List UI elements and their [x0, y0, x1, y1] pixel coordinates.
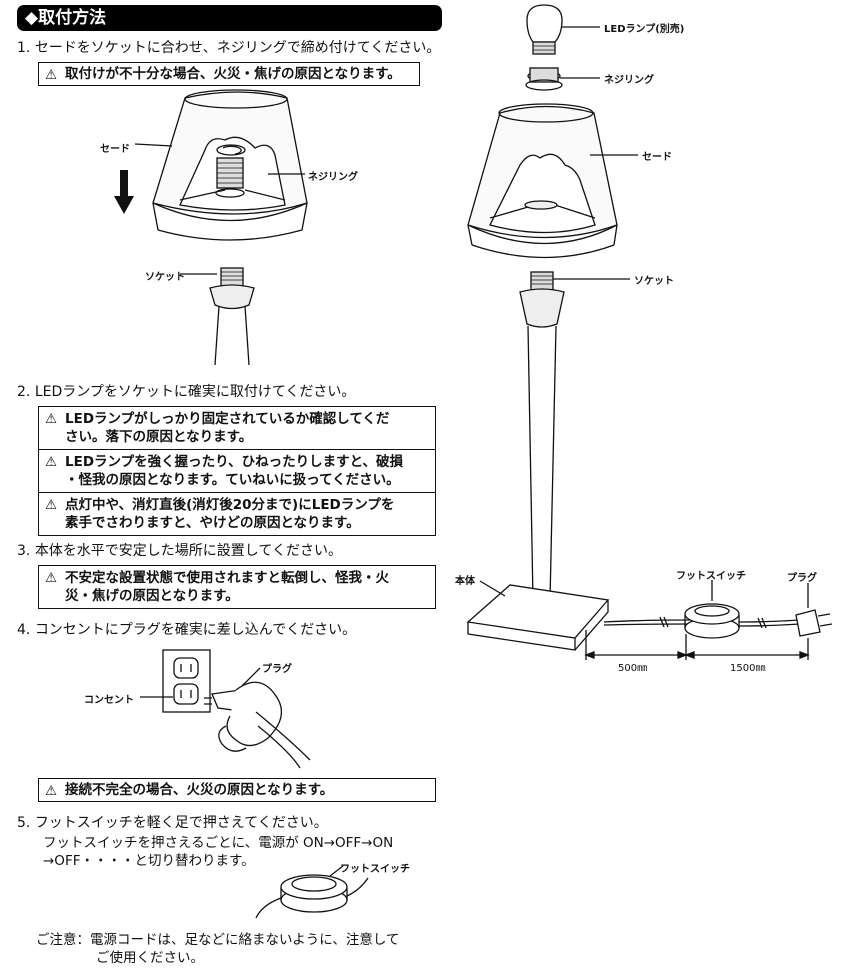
label-shade: セード	[100, 144, 130, 155]
step-5-detail: フットスイッチを押さえるごとに、電源が ON→OFF→ON →OFF・・・・と切…	[43, 834, 393, 870]
warning-icon: ⚠	[45, 570, 58, 586]
step-1: 1. セードをソケットに合わせ、ネジリングで締め付けてください。	[17, 39, 440, 57]
warning-box-step4: ⚠ 接続不完全の場合、火災の原因となります。	[38, 778, 436, 802]
note-line: 電源コードは、足などに絡まないように、注意して	[90, 932, 400, 948]
warning-text-line: 災・焦げの原因となります。	[65, 588, 239, 604]
warning-row: ⚠ LEDランプがしっかり固定されているか確認してくだ さい。落下の原因となりま…	[39, 407, 435, 450]
note-label: ご注意：	[36, 932, 90, 948]
step-4-number: 4.	[17, 622, 31, 638]
dimension-1500: 1500㎜	[730, 663, 766, 674]
warning-icon: ⚠	[45, 783, 58, 799]
step-1-text: セードをソケットに合わせ、ネジリングで締め付けてください。	[34, 40, 441, 56]
label-plug: プラグ	[787, 573, 817, 584]
warning-text-line: ・怪我の原因となります。ていねいに扱ってください。	[65, 472, 400, 488]
warning-icon: ⚠	[45, 67, 58, 83]
warning-row: ⚠ LEDランプを強く握ったり、ひねったりしますと、破損 ・怪我の原因となります…	[39, 450, 435, 493]
warning-box-step2: ⚠ LEDランプがしっかり固定されているか確認してくだ さい。落下の原因となりま…	[38, 406, 436, 536]
step-2: 2. LEDランプをソケットに確実に取付けてください。	[17, 383, 355, 401]
warning-box-step3: ⚠ 不安定な設置状態で使用されますと転倒し、怪我・火 災・焦げの原因となります。	[38, 565, 436, 609]
step-4: 4. コンセントにプラグを確実に差し込んでください。	[17, 621, 356, 639]
warning-icon: ⚠	[45, 411, 58, 427]
warning-icon: ⚠	[45, 497, 58, 513]
label-body: 本体	[455, 576, 475, 587]
step-4-text: コンセントにプラグを確実に差し込んでください。	[34, 622, 357, 638]
label-shade-right: セード	[642, 152, 672, 163]
step-5: 5. フットスイッチを軽く足で押さえてください。	[17, 814, 328, 832]
warning-text-line: LEDランプがしっかり固定されているか確認してくだ	[65, 411, 390, 427]
step-1-number: 1.	[17, 40, 31, 56]
dimension-500: 500㎜	[618, 663, 648, 674]
label-ring: ネジリング	[308, 172, 358, 183]
label-socket: ソケット	[145, 272, 185, 283]
note-line-2: ご使用ください。	[96, 950, 204, 966]
warning-text: 取付けが不十分な場合、火災・焦げの原因となります。	[65, 66, 401, 82]
step-3-text: 本体を水平で安定した場所に設置してください。	[34, 543, 342, 559]
down-arrow-icon	[114, 170, 134, 214]
warning-text-line: 不安定な設置状態で使用されますと転倒し、怪我・火	[65, 570, 389, 586]
note: ご注意：電源コードは、足などに絡まないように、注意して	[36, 931, 399, 949]
step-3-number: 3.	[17, 543, 31, 559]
warning-text-line: さい。落下の原因となります。	[65, 429, 253, 445]
label-led-lamp: LEDランプ(別売)	[604, 24, 685, 35]
warning-box-step1: ⚠ 取付けが不十分な場合、火災・焦げの原因となります。	[38, 62, 420, 86]
warning-row: ⚠ 点灯中や、消灯直後(消灯後20分まで)にLEDランプを 素手でさわりますと、…	[39, 493, 435, 535]
section-header: ◆取付方法	[17, 5, 442, 31]
step-2-number: 2.	[17, 384, 31, 400]
label-outlet-plug: プラグ	[262, 664, 292, 675]
step-3: 3. 本体を水平で安定した場所に設置してください。	[17, 542, 342, 560]
warning-text: 接続不完全の場合、火災の原因となります。	[65, 782, 334, 798]
warning-text-line: 点灯中や、消灯直後(消灯後20分まで)にLEDランプを	[65, 497, 395, 513]
step-2-text: LEDランプをソケットに確実に取付けてください。	[34, 384, 356, 400]
warning-text-line: 素手でさわりますと、やけどの原因となります。	[65, 515, 360, 531]
label-outlet: コンセント	[84, 695, 134, 706]
label-foot-switch-small: フットスイッチ	[340, 864, 410, 875]
label-socket-right: ソケット	[634, 276, 674, 287]
warning-text-line: LEDランプを強く握ったり、ひねったりしますと、破損	[65, 454, 404, 470]
label-ring-right: ネジリング	[604, 75, 654, 86]
detail-line: →OFF・・・・と切り替わります。	[43, 853, 255, 869]
warning-icon: ⚠	[45, 454, 58, 470]
detail-line: フットスイッチを押さえるごとに、電源が ON→OFF→ON	[43, 835, 394, 851]
step-5-number: 5.	[17, 815, 31, 831]
step-5-text: フットスイッチを軽く足で押さえてください。	[34, 815, 328, 831]
label-foot-switch: フットスイッチ	[676, 571, 746, 582]
